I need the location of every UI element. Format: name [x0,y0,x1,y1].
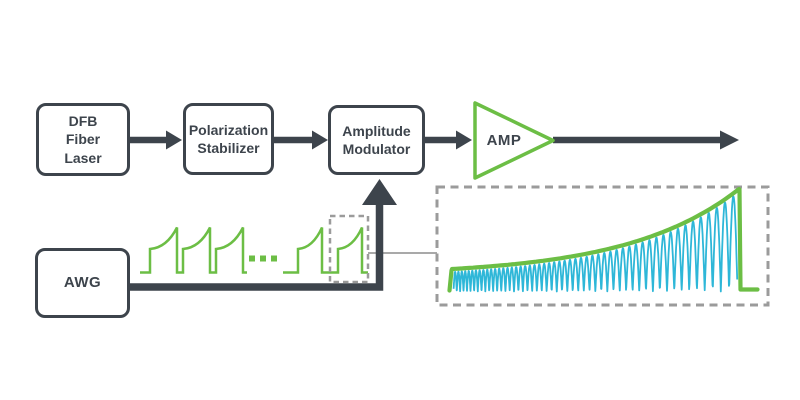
arrow-polarization-to-modulator-head [312,130,328,150]
block-label-line: Stabilizer [197,140,260,156]
zoom-source-box [328,214,370,284]
block-label-line: DFB [68,113,98,130]
pulse-envelope-waveform [447,186,760,293]
amp-label: AMP [486,132,522,149]
ellipsis-dot [271,255,277,262]
ellipsis-dot [249,255,255,262]
block-label-line: Fiber [65,131,101,148]
block-polarization-stabilizer: Polarization Stabilizer [183,103,274,175]
ellipsis-dot [260,255,266,262]
chirp-carrier-waveform [452,195,739,293]
block-label-line: Modulator [342,141,411,157]
block-label-line: AWG [63,274,102,292]
block-label-line: Laser [64,149,102,166]
arrow-dfb-to-polarization-head [166,130,182,150]
amp-triangle [473,101,555,180]
awg-signal-line [130,204,384,291]
awg-arrow-head [362,179,397,205]
block-amplitude-modulator: Amplitude Modulator [328,105,425,175]
arrow-modulator-to-amp-head [456,130,472,150]
zoom-inset-box [435,185,770,307]
block-label-line: Polarization [188,121,269,138]
block-label-line: Amplitude [342,122,411,139]
block-dfb-fiber-laser: DFB Fiber Laser [36,103,130,176]
block-awg: AWG [35,248,130,318]
arrow-amp-output-head [720,130,739,150]
awg-pulse-waveform [140,226,368,274]
